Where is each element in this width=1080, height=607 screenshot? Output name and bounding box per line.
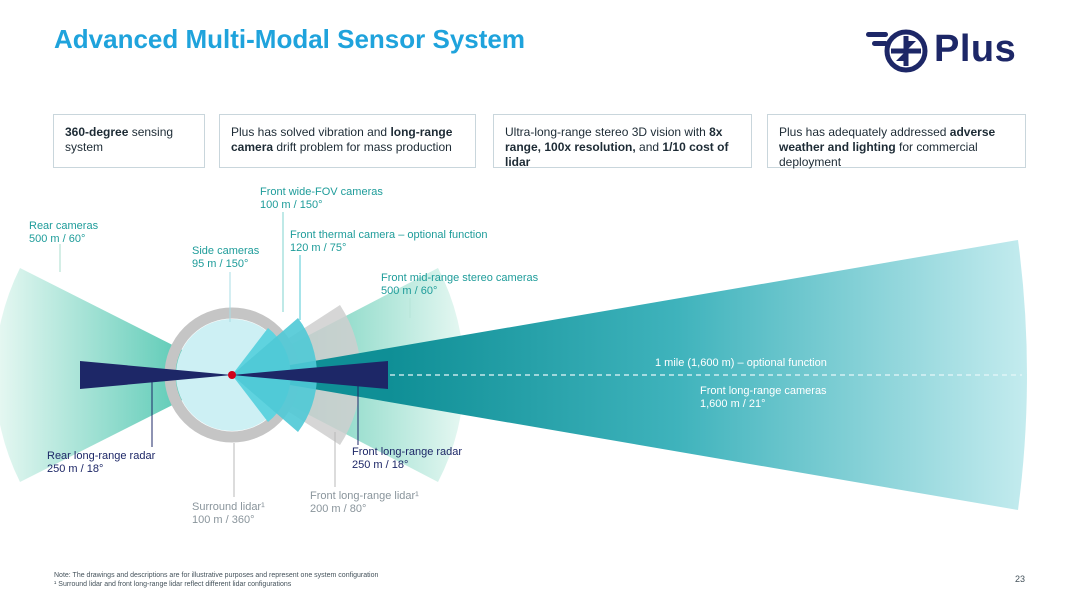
box-text-part: 8x range, 100x resolution, [505, 125, 723, 154]
box-text-part: drift problem for mass production [273, 140, 452, 154]
label-optional-mile: 1 mile (1,600 m) – optional function [655, 357, 827, 369]
box-text-part: and [635, 140, 663, 154]
box-text-part: Plus has adequately addressed [779, 125, 950, 139]
feature-box-camera-drift: Plus has solved vibration and long-range… [219, 114, 476, 168]
box-text-part: long-range camera [231, 125, 453, 154]
footnotes: Note: The drawings and descriptions are … [54, 571, 378, 589]
box-text-part: adverse weather and lighting [779, 125, 996, 154]
label-front-thermal: Front thermal camera – optional function… [290, 229, 488, 254]
box-text-part: 360-degree [65, 125, 129, 139]
page-number: 23 [1015, 574, 1026, 584]
front-long-cameras-coverage [232, 240, 1027, 510]
plus-logo: Plus [864, 26, 1026, 76]
page-title: Advanced Multi-Modal Sensor System [54, 24, 525, 54]
feature-box-stereo-vision: Ultra-long-range stereo 3D vision with 8… [493, 114, 752, 169]
plus-logo-icon [866, 29, 928, 73]
feature-box-weather: Plus has adequately addressed adverse we… [767, 114, 1026, 169]
box-text-part: 1/10 cost of lidar [505, 140, 729, 169]
feature-box-360: 360-degree sensing system [53, 114, 205, 168]
vehicle-origin-dot [228, 371, 236, 379]
front-radar-coverage [232, 361, 388, 389]
box-text-part: Ultra-long-range stereo 3D vision with [505, 125, 710, 139]
box-text-part: Plus has solved vibration and [231, 125, 391, 139]
box-text-part: sensing system [65, 125, 174, 154]
box-text-part: for commercial deployment [779, 140, 978, 169]
footnote-note: Note: The drawings and descriptions are … [54, 572, 379, 579]
plus-wordmark: Plus [934, 28, 1017, 70]
footnote-1: ¹ Surround lidar and front long-range li… [54, 581, 292, 588]
rear-radar-coverage [80, 361, 232, 389]
